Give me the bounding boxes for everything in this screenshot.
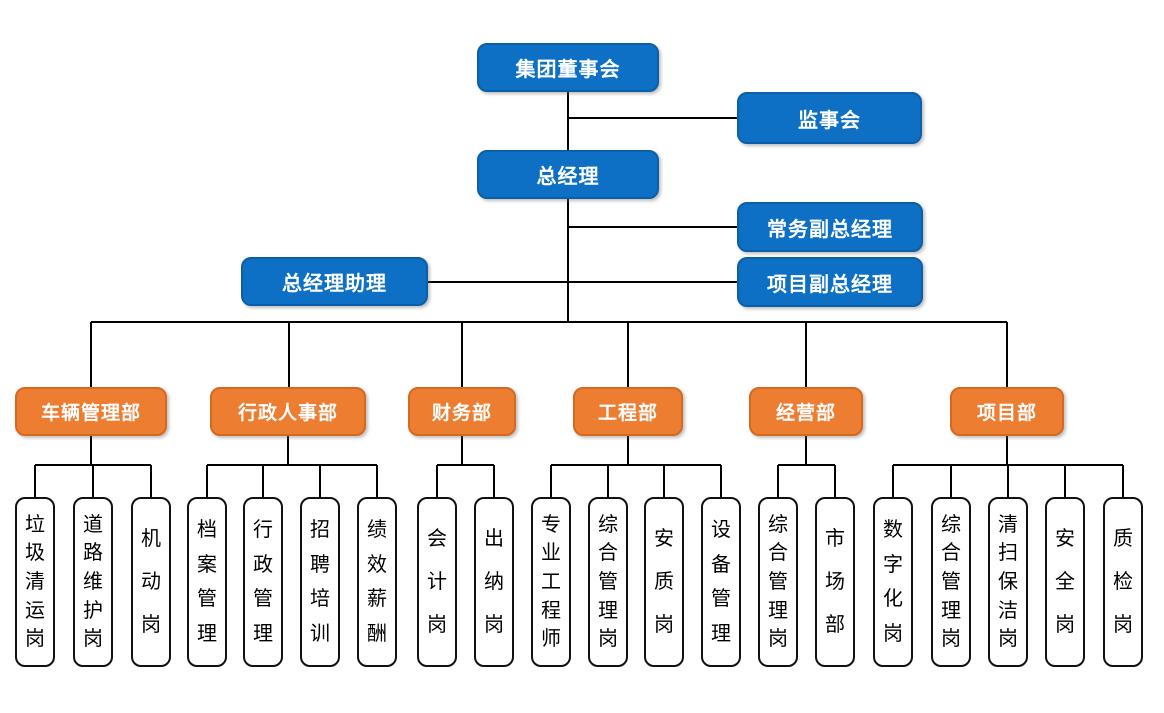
- position-performance-compensation: 绩效薪酬: [357, 497, 397, 667]
- position-cleaning: 清扫保洁岗: [988, 497, 1028, 667]
- node-dept-vehicle-management: 车辆管理部: [15, 387, 167, 436]
- position-safety-quality: 安质岗: [644, 497, 684, 667]
- node-board: 集团董事会: [477, 43, 659, 92]
- position-digitalization: 数字化岗: [873, 497, 913, 667]
- position-equipment-management: 设备管理: [701, 497, 741, 667]
- node-dept-engineering: 工程部: [573, 387, 683, 436]
- position-market: 市场部: [815, 497, 855, 667]
- node-dept-admin-hr: 行政人事部: [210, 387, 366, 436]
- position-safety: 安全岗: [1045, 497, 1085, 667]
- position-admin-management: 行政管理: [243, 497, 283, 667]
- node-supervisory-board: 监事会: [737, 92, 922, 144]
- node-executive-deputy-gm: 常务副总经理: [737, 202, 923, 252]
- node-project-deputy-gm: 项目副总经理: [737, 257, 923, 307]
- node-dept-finance: 财务部: [408, 387, 516, 436]
- position-quality-inspection: 质检岗: [1103, 497, 1143, 667]
- position-recruitment-training: 招聘培训: [300, 497, 340, 667]
- node-dept-operations: 经营部: [749, 387, 863, 436]
- position-road-maintenance: 道路维护岗: [73, 497, 113, 667]
- position-professional-engineer: 专业工程师: [531, 497, 571, 667]
- node-dept-project: 项目部: [950, 387, 1064, 436]
- position-mobile: 机动岗: [131, 497, 171, 667]
- position-general-management-proj: 综合管理岗: [931, 497, 971, 667]
- position-garbage-clearance: 垃圾清运岗: [15, 497, 55, 667]
- position-general-management-ops: 综合管理岗: [758, 497, 798, 667]
- node-gm-assistant: 总经理助理: [241, 257, 428, 306]
- position-accounting: 会计岗: [417, 497, 457, 667]
- node-general-manager: 总经理: [477, 150, 659, 199]
- position-archives-management: 档案管理: [187, 497, 227, 667]
- position-cashier: 出纳岗: [474, 497, 514, 667]
- position-general-management-eng: 综合管理岗: [588, 497, 628, 667]
